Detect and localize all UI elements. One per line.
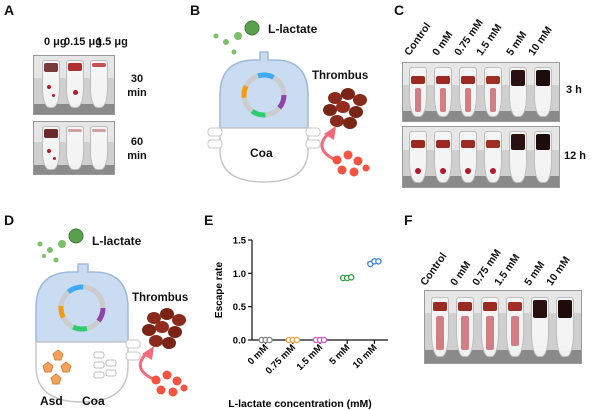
- lactate-molecule: [53, 257, 59, 263]
- x-tick-label: 5 mM: [327, 342, 352, 367]
- membrane-tab: [305, 139, 321, 149]
- panel-a-col-label-2: 0.15 μg: [64, 36, 102, 48]
- plasmid-segment: [241, 72, 287, 118]
- red-blood-cells: [332, 150, 370, 177]
- x-tick-label: 1.5 mM: [295, 342, 326, 373]
- panel-d-module-label-coa: Coa: [82, 394, 105, 408]
- panel-d-module-label-asd: Asd: [40, 394, 63, 408]
- plasmid-segment: [241, 72, 287, 118]
- panel-c-col-label-5: 5 mM: [504, 29, 530, 58]
- panel-f-col-label-1: Control: [418, 250, 450, 288]
- data-point: [293, 336, 301, 344]
- x-tick-label: 0.75 mM: [264, 342, 298, 376]
- panel-a-row-label-60min: 60 min: [127, 136, 147, 162]
- panel-a-col-label-3: 1.5 μg: [96, 36, 128, 48]
- bacterial-cell: [35, 263, 129, 343]
- panel-c-row-label-3h: 3 h: [566, 84, 582, 96]
- plasmid-segment: [241, 72, 287, 118]
- panel-d-diagram: [35, 228, 188, 403]
- membrane-tab: [207, 139, 223, 149]
- panel-a-row-label-30min: 30 min: [127, 73, 147, 99]
- membrane-tab: [125, 339, 141, 349]
- panel-a-col-label-1: 0 μg: [44, 36, 67, 48]
- thrombus-cluster: [142, 308, 186, 349]
- arrow-head: [142, 346, 154, 360]
- lactate-molecule: [47, 247, 53, 253]
- panel-c-col-label-6: 10 mM: [526, 24, 555, 59]
- panel-b-letter: B: [190, 2, 201, 18]
- panel-a-photo-30min: [33, 55, 115, 115]
- plasmid-segment: [241, 72, 287, 118]
- coa-protein: [93, 351, 117, 379]
- cell-lower-compartment: [219, 127, 309, 183]
- panel-d-letter: D: [4, 212, 15, 228]
- bacterial-cell: [219, 51, 309, 129]
- panel-c-row-label-12h: 12 h: [564, 150, 587, 162]
- y-axis-label: Escape rate: [214, 261, 225, 318]
- thrombus-cluster: [323, 88, 367, 129]
- panel-c-col-label-1: Control: [402, 20, 434, 58]
- x-tick-label: 10 mM: [351, 342, 380, 371]
- panel-f-col-label-6: 10 mM: [544, 254, 573, 288]
- plasmid-segment: [58, 284, 106, 332]
- plasmid-segment: [58, 284, 106, 332]
- data-point: [347, 274, 355, 281]
- panel-c-photo-3h: [402, 62, 560, 122]
- panel-c-photo-12h: [402, 126, 560, 188]
- y-tick-label: 0.5: [233, 302, 247, 313]
- red-blood-cells: [151, 370, 188, 397]
- membrane-tab: [305, 127, 321, 137]
- panel-c-col-label-2: 0 mM: [430, 29, 456, 58]
- panel-d-product-label: Thrombus: [132, 292, 189, 304]
- panel-b-diagram: [207, 20, 370, 183]
- data-point: [320, 336, 328, 344]
- data-point: [375, 258, 382, 265]
- panel-f-photo: [424, 290, 582, 364]
- data-point: [266, 336, 273, 344]
- lactate-molecule: [234, 32, 242, 40]
- x-tick-label: 0 mM: [246, 342, 271, 367]
- y-tick-label: 1.5: [233, 236, 247, 247]
- panel-b-module-label: Coa: [250, 146, 273, 160]
- panel-b-signal-label: L-lactate: [268, 22, 318, 36]
- lactate-molecule: [244, 20, 260, 36]
- plasmid-segment: [58, 284, 106, 332]
- lactate-molecule: [213, 33, 219, 39]
- panel-d-signal-label: L-lactate: [92, 234, 142, 248]
- panel-f-letter: F: [404, 212, 413, 228]
- lactate-molecule: [68, 228, 84, 244]
- panel-f-col-label-2: 0 mM: [448, 259, 474, 288]
- membrane-tab: [125, 351, 141, 361]
- panel-f-col-label-5: 5 mM: [522, 259, 548, 288]
- y-tick-label: 0.0: [233, 336, 246, 347]
- x-axis-label: L-lactate concentration (mM): [228, 398, 372, 410]
- lactate-molecule: [231, 49, 237, 55]
- panel-c-letter: C: [394, 2, 405, 18]
- panel-a-photo-60min: [33, 121, 115, 175]
- plasmid-segment: [58, 284, 106, 332]
- y-tick-label: 1.0: [233, 269, 246, 280]
- asd-protein: [42, 349, 72, 385]
- membrane-tab: [207, 127, 223, 137]
- panel-e-letter: E: [204, 212, 214, 228]
- panel-b-product-label: Thrombus: [312, 70, 369, 82]
- lactate-molecule: [58, 240, 66, 248]
- panel-a-letter: A: [4, 2, 15, 18]
- lactate-molecule: [37, 241, 43, 247]
- lactate-molecule: [42, 254, 46, 258]
- arrow-head: [324, 126, 336, 140]
- lactate-molecule: [223, 39, 229, 45]
